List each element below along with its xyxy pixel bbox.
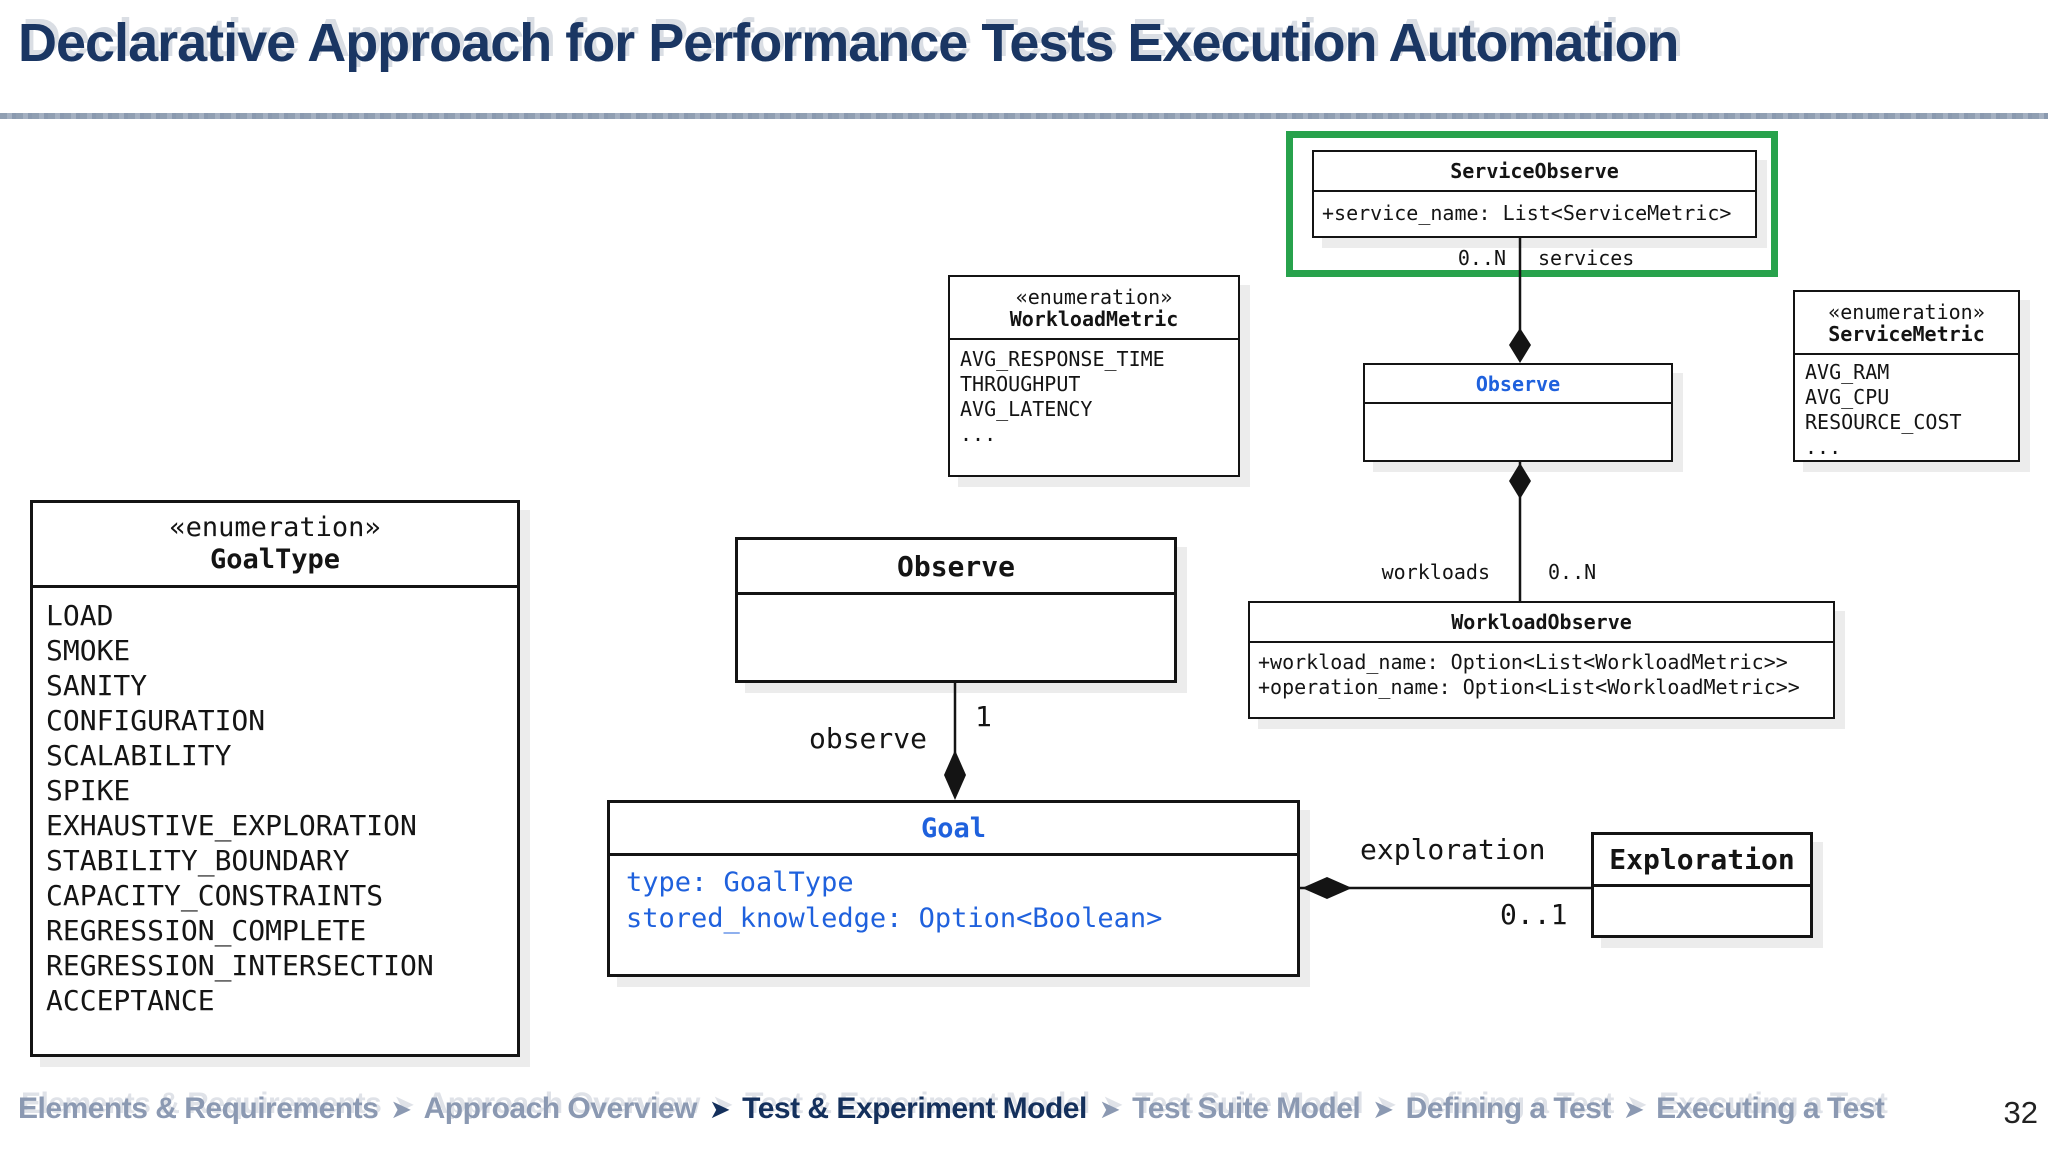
- services-multiplicity-label: 0..N: [1457, 246, 1506, 270]
- list-item: SCALABILITY: [46, 739, 232, 772]
- list-item: type: GoalType: [626, 867, 854, 898]
- workloads-multiplicity-label: 0..N: [1548, 560, 1597, 584]
- composition-diamond-services: [1509, 328, 1531, 363]
- nav-separator-arrow-icon: ➤: [1372, 1094, 1394, 1124]
- services-role-label: services: [1538, 246, 1635, 270]
- enum-name: WorkloadMetric: [1009, 306, 1179, 331]
- nav-separator-arrow-icon: ➤: [1622, 1094, 1645, 1124]
- enum-header: «enumeration» WorkloadMetric: [950, 277, 1238, 340]
- list-item: REGRESSION_COMPLETE: [46, 914, 367, 947]
- exploration-multiplicity-label: 0..1: [1500, 898, 1568, 931]
- list-item: +service_name: List<ServiceMetric>: [1322, 201, 1732, 225]
- list-item: STABILITY_BOUNDARY: [46, 844, 350, 877]
- list-item: AVG_RAM: [1805, 360, 1890, 384]
- class-observe-goal: Observe: [735, 537, 1177, 683]
- enum-workload-metric: «enumeration» WorkloadMetric AVG_RESPONS…: [948, 275, 1240, 477]
- list-item: CONFIGURATION: [46, 704, 266, 737]
- class-attributes: +workload_name: Option<List<WorkloadMetr…: [1250, 643, 1833, 707]
- nav-item-defining-a-test: Defining a Test: [1405, 1092, 1612, 1125]
- observe-role-label: observe: [808, 722, 927, 755]
- enum-stereotype: «enumeration»: [1828, 299, 1985, 324]
- list-item: SPIKE: [46, 774, 131, 807]
- class-exploration: Exploration: [1591, 832, 1813, 938]
- class-name: Observe: [738, 540, 1174, 595]
- enum-header: «enumeration» ServiceMetric: [1795, 292, 2018, 355]
- list-item: ...: [960, 422, 997, 446]
- list-item: ACCEPTANCE: [46, 984, 215, 1017]
- nav-separator-arrow-icon: ➤: [1098, 1094, 1121, 1124]
- composition-diamond-exploration: [1302, 877, 1352, 899]
- enum-stereotype: «enumeration»: [1015, 284, 1173, 309]
- list-item: AVG_RESPONSE_TIME: [960, 347, 1165, 371]
- list-item: CAPACITY_CONSTRAINTS: [46, 879, 384, 912]
- list-item: +operation_name: Option<List<WorkloadMet…: [1258, 675, 1800, 699]
- exploration-role-label: exploration: [1360, 833, 1546, 866]
- footer-nav: Elements & Requirements ➤ Approach Overvie…: [18, 1092, 1885, 1126]
- page-number: 32: [2003, 1095, 2038, 1130]
- highlight-frame: [1286, 131, 1778, 277]
- list-item: RESOURCE_COST: [1805, 410, 1962, 434]
- class-name: Goal: [610, 803, 1297, 856]
- title-divider: [0, 113, 2048, 119]
- class-service-observe: ServiceObserve +service_name: List<Servi…: [1312, 150, 1757, 238]
- nav-item-test-experiment-model: Test & Experiment Model: [742, 1092, 1087, 1125]
- nav-item-test-suite-model: Test Suite Model: [1132, 1092, 1361, 1125]
- list-item: stored_knowledge: Option<Boolean>: [626, 903, 1163, 934]
- list-item: ...: [1805, 435, 1842, 459]
- list-item: +workload_name: Option<List<WorkloadMetr…: [1258, 650, 1788, 674]
- workloads-role-label: workloads: [1381, 560, 1490, 584]
- class-observe-services: Observe: [1363, 363, 1673, 462]
- class-empty-compartment: [1365, 404, 1671, 460]
- nav-item-executing-a-test: Executing a Test: [1656, 1092, 1885, 1125]
- list-item: THROUGHPUT: [960, 372, 1081, 396]
- class-attributes: type: GoalType stored_knowledge: Option<B…: [610, 856, 1297, 946]
- class-name: WorkloadObserve: [1250, 603, 1833, 643]
- enum-header: «enumeration» GoalType: [33, 503, 517, 588]
- list-item: AVG_CPU: [1805, 385, 1890, 409]
- class-empty-compartment: [1594, 887, 1810, 935]
- list-item: REGRESSION_INTERSECTION: [46, 949, 434, 982]
- observe-multiplicity-label: 1: [975, 700, 992, 733]
- enum-name: ServiceMetric: [1828, 321, 1985, 346]
- class-goal: Goal type: GoalType stored_knowledge: Opt…: [607, 800, 1300, 977]
- class-workload-observe: WorkloadObserve +workload_name: Option<L…: [1248, 601, 1835, 719]
- class-empty-compartment: [738, 595, 1174, 680]
- class-name: Exploration: [1594, 835, 1810, 887]
- nav-item-approach-overview: Approach Overview: [423, 1092, 698, 1125]
- enum-name: GoalType: [209, 544, 341, 575]
- class-attributes: +service_name: List<ServiceMetric>: [1314, 192, 1755, 235]
- enum-stereotype: «enumeration»: [169, 512, 381, 543]
- nav-item-elements-requirements: Elements & Requirements: [18, 1092, 379, 1125]
- nav-separator-arrow-icon: ➤: [708, 1094, 731, 1124]
- class-name: ServiceObserve: [1314, 152, 1755, 192]
- composition-diamond-workloads: [1509, 463, 1531, 499]
- list-item: EXHAUSTIVE_EXPLORATION: [46, 809, 417, 842]
- nav-separator-arrow-icon: ➤: [390, 1094, 412, 1124]
- list-item: SANITY: [46, 669, 148, 702]
- list-item: LOAD: [46, 599, 114, 632]
- list-item: AVG_LATENCY: [960, 397, 1093, 421]
- class-name: Observe: [1365, 365, 1671, 404]
- list-item: SMOKE: [46, 634, 131, 667]
- composition-diamond-observe: [944, 750, 966, 800]
- page-title: Declarative Approach for Performance Tes…: [18, 13, 1679, 73]
